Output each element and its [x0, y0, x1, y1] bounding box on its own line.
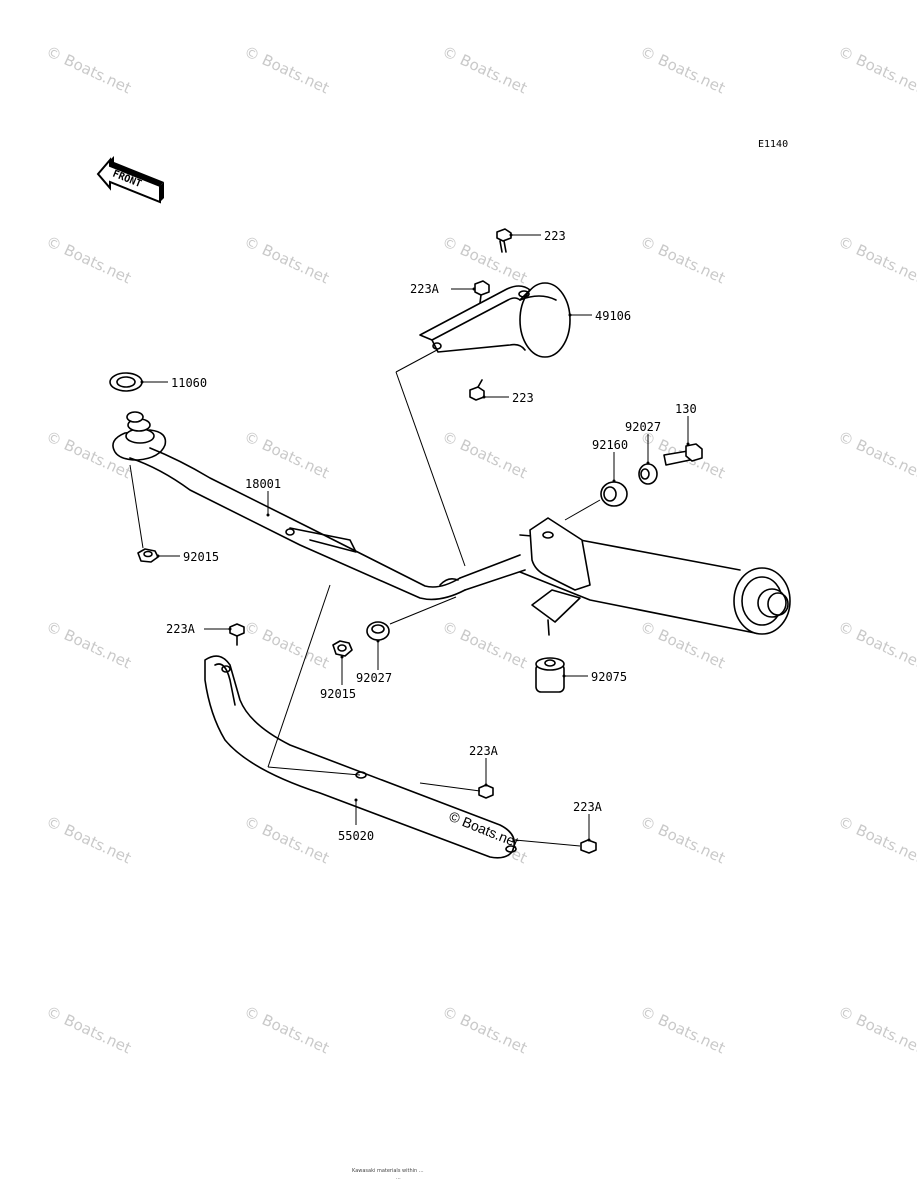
footer-line-1: Kawasaki materials within ...: [352, 1168, 424, 1174]
watermark: © Boats.net: [439, 232, 530, 287]
watermark: © Boats.net: [835, 812, 917, 867]
watermark: © Boats.net: [637, 42, 728, 97]
nut-92015-left: [137, 548, 159, 563]
watermark: © Boats.net: [637, 1002, 728, 1057]
watermark: © Boats.net: [43, 42, 134, 97]
watermark: © Boats.net: [439, 427, 530, 482]
callout-223a-left: 223A: [166, 622, 196, 636]
watermark: © Boats.net: [241, 1002, 332, 1057]
watermark: © Boats.net: [637, 812, 728, 867]
watermark: © Boats.net: [439, 42, 530, 97]
watermark: © Boats.net: [241, 812, 332, 867]
callout-223a-right: 223A: [573, 800, 603, 814]
watermark-layer: © Boats.net © Boats.net © Boats.net © Bo…: [43, 42, 917, 1057]
gasket-11060: [109, 372, 143, 392]
watermark: © Boats.net: [241, 427, 332, 482]
watermark: © Boats.net: [637, 232, 728, 287]
watermark: © Boats.net: [43, 812, 134, 867]
watermark: © Boats.net: [835, 427, 917, 482]
watermark: © Boats.net: [439, 1002, 530, 1057]
callout-92075: 92075: [591, 670, 627, 684]
callout-92027-right: 92027: [625, 420, 661, 434]
callout-223-mid: 223: [512, 391, 534, 405]
bolt-223a-right: [580, 839, 597, 854]
watermark: © Boats.net: [241, 232, 332, 287]
callout-92027-mid: 92027: [356, 671, 392, 685]
watermark: © Boats.net: [43, 1002, 134, 1057]
callout-92015-mid: 92015: [320, 687, 356, 701]
footer-line-2: ...: [396, 1175, 401, 1181]
watermark: © Boats.net: [835, 42, 917, 97]
collar-92027-right: [638, 463, 658, 485]
copyright-footer: Kawasaki materials within ... ...: [352, 1168, 424, 1181]
leader-lines: [129, 233, 690, 847]
watermark: © Boats.net: [835, 232, 917, 287]
grommet-92160: [600, 481, 628, 507]
callout-18001: 18001: [245, 477, 281, 491]
muffler: [519, 517, 791, 636]
watermark: © Boats.net: [43, 232, 134, 287]
nut-92015-mid: [332, 640, 353, 657]
damper-92075: [535, 657, 565, 693]
callout-labels: 223 223A 49106 223 11060 18001 92015 130…: [166, 229, 697, 843]
collar-92027-mid: [366, 621, 390, 641]
callout-55020: 55020: [338, 829, 374, 843]
callout-223-top: 223: [544, 229, 566, 243]
diagram-code: E1140: [758, 139, 788, 150]
bolt-223a-lower: [478, 784, 494, 799]
callout-49106: 49106: [595, 309, 631, 323]
callout-92160: 92160: [592, 438, 628, 452]
watermark: © Boats.net: [241, 42, 332, 97]
watermark: © Boats.net: [439, 617, 530, 672]
bolt-223-top: [496, 228, 512, 253]
callout-223a-lower: 223A: [469, 744, 499, 758]
bolt-223a-top: [474, 280, 490, 304]
bolt-223a-left: [229, 623, 245, 646]
callout-92015-left: 92015: [183, 550, 219, 564]
watermark: © Boats.net: [43, 617, 134, 672]
watermark: © Boats.net: [835, 1002, 917, 1057]
watermark: © Boats.net: [241, 617, 332, 672]
callout-11060: 11060: [171, 376, 207, 390]
exhaust-pipe-18001: [112, 411, 526, 601]
watermark: © Boats.net: [835, 617, 917, 672]
callout-223a-top: 223A: [410, 282, 440, 296]
bolt-223-mid: [469, 379, 485, 401]
front-arrow-icon: FRONT: [96, 156, 164, 204]
callout-130: 130: [675, 402, 697, 416]
muffler-clamp-49106: [419, 282, 571, 358]
bolt-130: [663, 443, 703, 466]
